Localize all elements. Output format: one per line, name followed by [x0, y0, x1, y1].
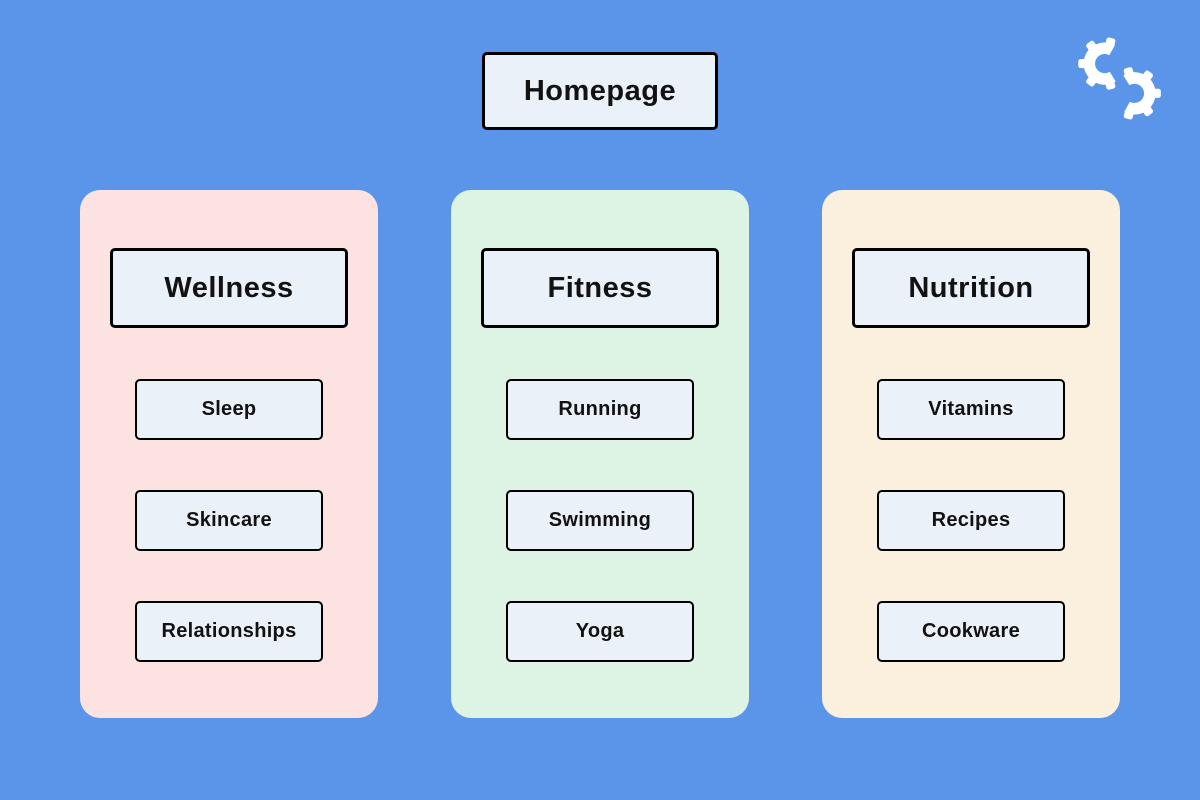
item-label: Relationships: [161, 620, 297, 642]
category-label: Fitness: [547, 271, 653, 304]
category-node-wellness[interactable]: Wellness: [110, 248, 348, 328]
item-label: Swimming: [548, 509, 652, 531]
item-node-cookware[interactable]: Cookware: [877, 601, 1065, 662]
item-label: Running: [558, 398, 642, 420]
item-label: Vitamins: [928, 398, 1014, 420]
category-label: Nutrition: [908, 271, 1034, 304]
category-node-nutrition[interactable]: Nutrition: [852, 248, 1090, 328]
category-node-fitness[interactable]: Fitness: [481, 248, 719, 328]
item-node-running[interactable]: Running: [506, 379, 694, 440]
item-node-relationships[interactable]: Relationships: [135, 601, 323, 662]
item-node-skincare[interactable]: Skincare: [135, 490, 323, 551]
interlocking-gears-logo-icon: [1072, 30, 1170, 126]
homepage-node-label: Homepage: [523, 74, 677, 107]
item-node-sleep[interactable]: Sleep: [135, 379, 323, 440]
item-label: Recipes: [931, 509, 1011, 531]
item-node-swimming[interactable]: Swimming: [506, 490, 694, 551]
category-label: Wellness: [164, 271, 294, 304]
homepage-node[interactable]: Homepage: [482, 52, 718, 130]
category-column-nutrition: Nutrition Vitamins Recipes Cookware: [822, 190, 1120, 718]
item-label: Yoga: [575, 620, 625, 642]
columns-row: Wellness Sleep Skincare Relationships Fi…: [0, 190, 1200, 718]
category-column-wellness: Wellness Sleep Skincare Relationships: [80, 190, 378, 718]
item-node-recipes[interactable]: Recipes: [877, 490, 1065, 551]
item-node-yoga[interactable]: Yoga: [506, 601, 694, 662]
item-node-vitamins[interactable]: Vitamins: [877, 379, 1065, 440]
category-column-fitness: Fitness Running Swimming Yoga: [451, 190, 749, 718]
item-label: Cookware: [922, 620, 1020, 642]
item-label: Sleep: [201, 398, 257, 420]
item-label: Skincare: [186, 509, 272, 531]
